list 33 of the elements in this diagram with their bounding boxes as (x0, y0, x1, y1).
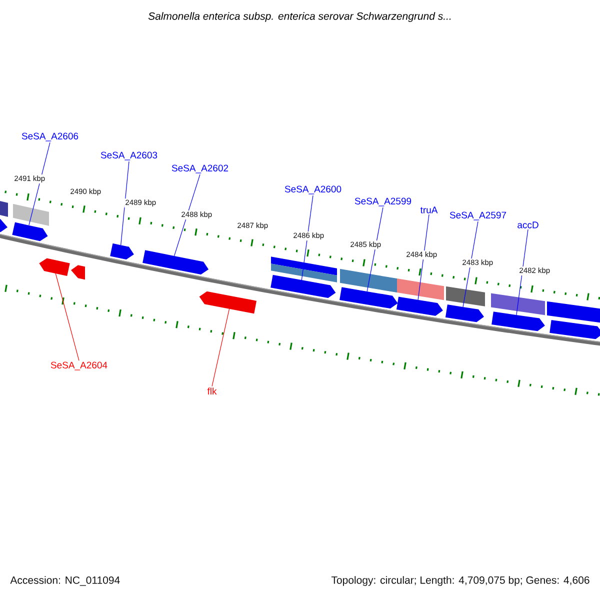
leader-line (212, 308, 230, 387)
gene-feature (142, 250, 209, 274)
gene-label: truA (420, 206, 438, 214)
title: Salmonella enterica subsp. enterica serovar Schwarzengrund s... (148, 12, 451, 22)
info-text: Topology: circular; Length: 4,709,075 bp; Genes: 4,606 (331, 576, 590, 586)
gene-label: SeSA_A2599 (354, 198, 412, 206)
leader-line (462, 221, 478, 308)
leader-line (55, 273, 80, 361)
leader-line (418, 214, 430, 300)
leader-line (516, 229, 528, 316)
gene-label: flk (207, 388, 217, 394)
leader-line (28, 142, 50, 226)
leader-line (366, 207, 384, 292)
gene-label: SeSA_A2602 (172, 164, 228, 174)
gene-label: SeSA_A2604 (50, 362, 108, 370)
gene-feature (340, 287, 398, 309)
gene-label: accD (518, 222, 538, 228)
gene-feature (12, 222, 48, 242)
gene-feature (445, 304, 484, 322)
gene-feature (110, 243, 134, 260)
gene-feature (396, 296, 443, 316)
gene-feature (550, 320, 600, 340)
info-text: Accession: NC_011094 (10, 576, 120, 586)
gene-feature (492, 312, 545, 332)
gene-feature (270, 274, 336, 298)
gene-feature (199, 291, 257, 314)
gene-label: SeSA_A2603 (100, 152, 158, 160)
leader-line (301, 195, 314, 280)
gene-label: SeSA_A2597 (450, 212, 506, 220)
gene-label: SeSA_A2606 (22, 132, 78, 142)
gene-label: SeSA_A2600 (284, 186, 342, 194)
leader-line (174, 174, 200, 256)
leader-line (120, 161, 130, 246)
